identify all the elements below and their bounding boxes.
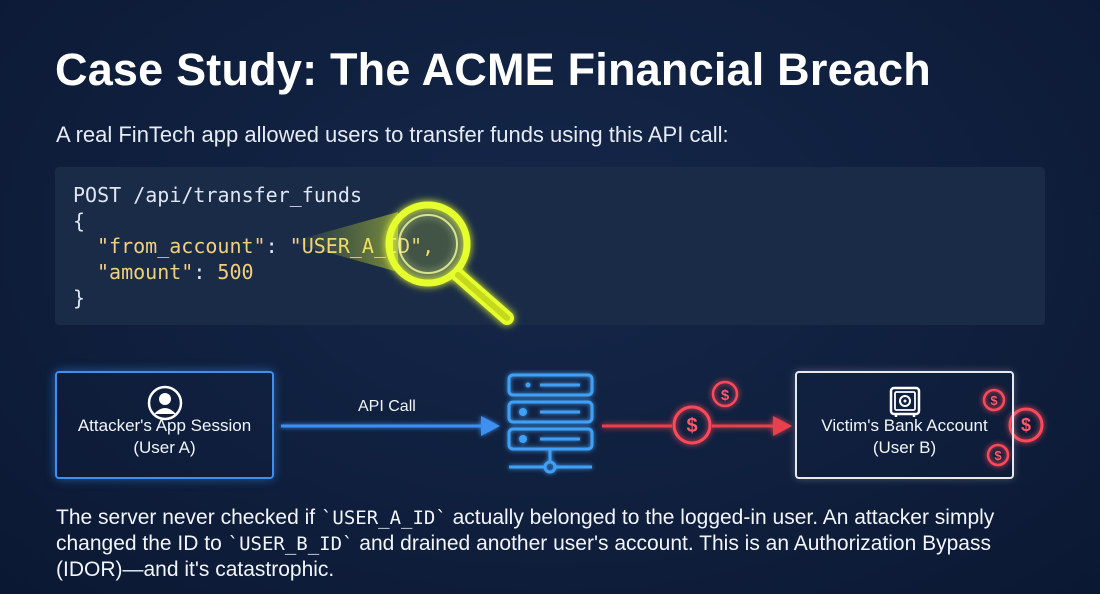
code-separator: : bbox=[265, 234, 290, 258]
dollar-coin-symbol: $ bbox=[994, 448, 1002, 463]
code-line-request: POST /api/transfer_funds bbox=[73, 183, 362, 207]
attacker-user-label: (User A) bbox=[133, 438, 196, 457]
code-line-open-brace: { bbox=[73, 209, 86, 233]
explanation-part-3: and drained another user's account. This… bbox=[56, 532, 991, 581]
safe-vault-icon bbox=[889, 386, 920, 417]
dollar-coin-icon bbox=[672, 380, 1044, 467]
explanation-part-1: The server never checked if bbox=[56, 506, 321, 529]
victim-label: Victim's Bank Account bbox=[821, 416, 988, 435]
dollar-coin-symbol: $ bbox=[990, 393, 998, 408]
api-call-label: API Call bbox=[358, 398, 416, 415]
attacker-label: Attacker's App Session bbox=[77, 416, 252, 435]
code-line-amount: "amount": 500 bbox=[73, 260, 254, 284]
server-icon bbox=[507, 373, 594, 474]
code-value-amount: 500 bbox=[217, 260, 254, 284]
code-line-close-brace: } bbox=[73, 286, 86, 310]
slide-title: Case Study: The ACME Financial Breach bbox=[55, 44, 931, 95]
api-call-arrow bbox=[281, 416, 500, 436]
explanation-text: The server never checked if `USER_A_ID` … bbox=[56, 505, 1056, 583]
code-separator: : bbox=[193, 260, 218, 284]
explanation-part-2: actually belonged to the logged-in user.… bbox=[56, 506, 995, 555]
victim-account-box: Victim's Bank Account (User B) bbox=[795, 371, 1014, 479]
drain-funds-arrow bbox=[602, 416, 792, 436]
inline-code-user-a: `USER_A_ID` bbox=[320, 507, 447, 529]
code-key-from-account: "from_account" bbox=[97, 234, 266, 258]
code-key-amount: "amount" bbox=[97, 260, 194, 284]
victim-user-label: (User B) bbox=[872, 438, 937, 457]
dollar-coin-symbol: $ bbox=[721, 387, 730, 404]
attacker-session-box: Attacker's App Session (User A) bbox=[55, 371, 274, 479]
inline-code-user-b: `USER_B_ID` bbox=[227, 533, 354, 555]
dollar-coin-symbol: $ bbox=[686, 415, 697, 437]
dollar-coin-symbol: $ bbox=[1021, 415, 1031, 435]
slide-subtitle: A real FinTech app allowed users to tran… bbox=[56, 122, 729, 147]
user-avatar-icon bbox=[147, 385, 182, 421]
